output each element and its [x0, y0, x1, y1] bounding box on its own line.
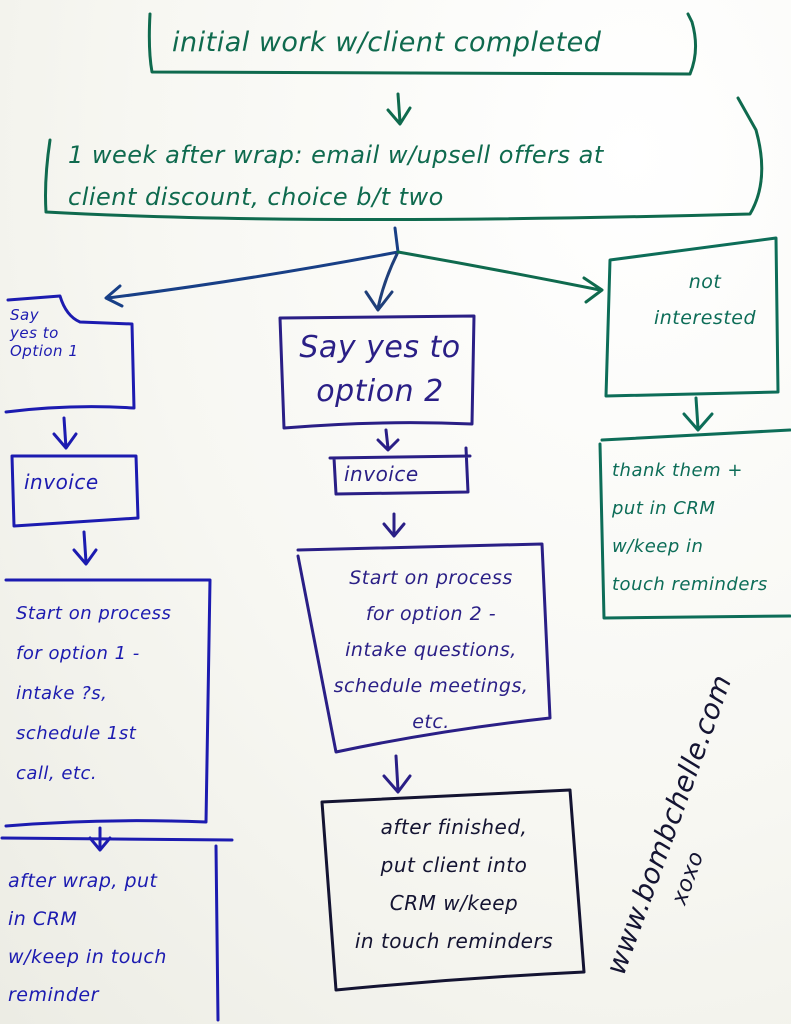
option1-process-text: Start on process for option 1 - intake ?…	[16, 603, 172, 784]
arrow-start-to-email	[386, 92, 412, 126]
start-box	[147, 12, 697, 76]
followup-box	[598, 428, 791, 620]
option1-process-box	[4, 578, 212, 828]
option2-process-text: Start on process for option 2 - intake q…	[333, 567, 529, 733]
option1-invoice-box	[10, 454, 140, 528]
option2-choice-box	[278, 314, 476, 430]
email-box	[44, 96, 764, 222]
arrow-invoice-to-process2	[382, 512, 406, 538]
option2-choice-text: Say yes to option 2	[299, 330, 461, 409]
option2-invoice-text: invoice	[344, 462, 419, 486]
option2-after-box	[320, 788, 586, 992]
option2-process-box	[296, 542, 552, 754]
option1-choice-box	[4, 294, 136, 414]
option2-invoice-box	[328, 446, 472, 496]
branch-line-left	[104, 226, 400, 308]
arrow-option2-to-invoice	[376, 428, 400, 452]
not-interested-box	[604, 236, 780, 398]
option1-after-box	[0, 836, 234, 1022]
option1-choice-text: Say yes to Option 1	[10, 306, 79, 360]
branch-line-right	[396, 250, 604, 304]
followup-text: thank them + put in CRM w/keep in touch …	[612, 460, 768, 595]
email-step-text: 1 week after wrap: email w/upsell offers…	[68, 141, 604, 211]
arrow-process2-to-after	[382, 754, 412, 794]
not-interested-text: not interested	[653, 271, 757, 329]
branch-line-center	[364, 250, 400, 312]
option1-invoice-text: invoice	[24, 470, 99, 494]
arrow-option1-to-invoice	[52, 416, 78, 450]
arrow-invoice-to-process1	[72, 530, 98, 566]
arrow-not-interested-to-followup	[682, 396, 714, 432]
option1-after-text: after wrap, put in CRM w/keep in touch r…	[8, 870, 167, 1006]
start-text: initial work w/client completed	[172, 27, 602, 58]
option2-after-text: after finished, put client into CRM w/ke…	[354, 815, 554, 953]
